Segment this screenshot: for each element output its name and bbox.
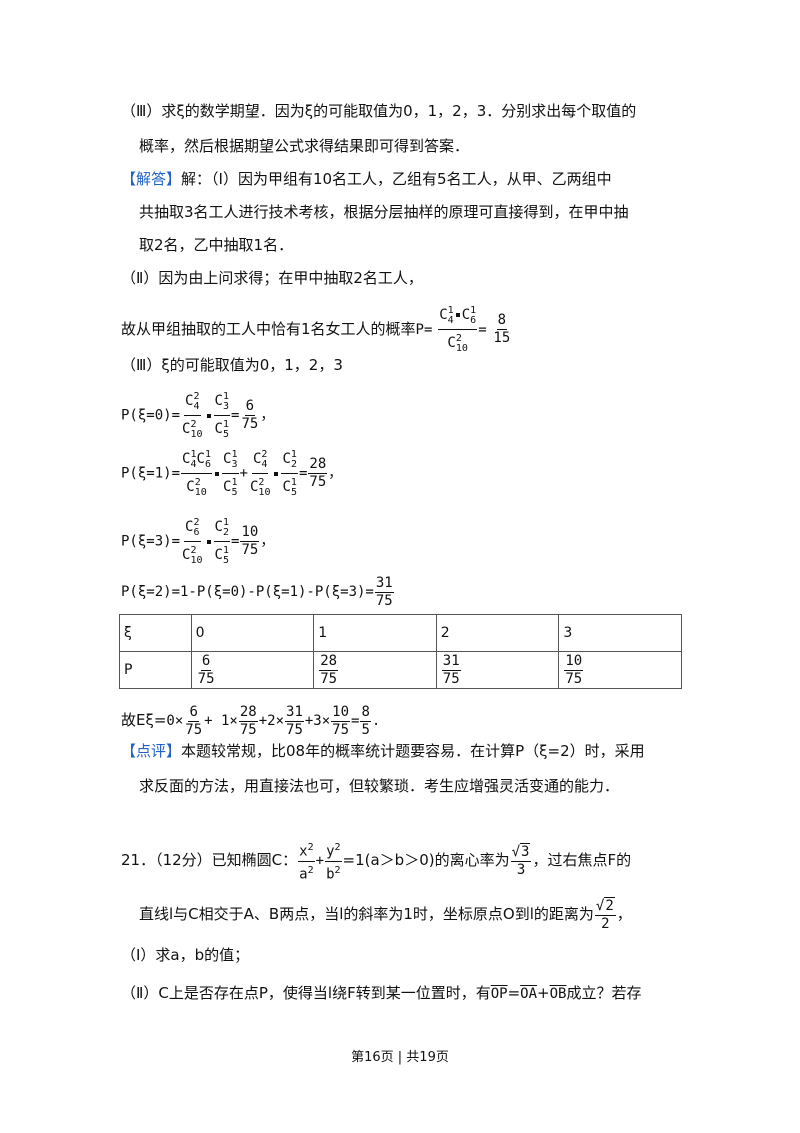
text-line: （Ⅲ）求ξ的数学期望．因为ξ的可能取值为0，1，2，3．分别求出每个取值的 bbox=[121, 102, 637, 120]
table-cell: 3 bbox=[558, 614, 682, 652]
q21-part1: （Ⅰ）求a，b的值； bbox=[121, 946, 250, 964]
prob-text: 故从甲组抽取的工人中恰有1名女工人的概率 bbox=[121, 320, 416, 338]
review-line: 【点评】本题较常规，比08年的概率统计题要容易．在计算P（ξ=2）时，采用 bbox=[121, 742, 645, 760]
q21-part2: （Ⅱ）C上是否存在点P，使得当l绕F转到某一位置时，有OP=OA+OB成立？若存 bbox=[121, 984, 642, 1002]
table-cell: 2 bbox=[435, 614, 560, 652]
table-cell: ξ bbox=[119, 614, 192, 652]
answer-text: 解：（Ⅰ）因为甲组有10名工人，乙组有5名工人，从甲、乙两组中 bbox=[181, 170, 612, 188]
text-line: 求反面的方法，用直接法也可，但较繁琐．考生应增强灵活变通的能力． bbox=[139, 777, 620, 795]
answer-tag: 【解答】 bbox=[121, 170, 182, 188]
review-tag: 【点评】 bbox=[121, 742, 182, 760]
table-row: ξ 0 1 2 3 bbox=[119, 614, 682, 652]
text-line: 取2名，乙中抽取1名． bbox=[139, 236, 294, 254]
answer-line: 【解答】解：（Ⅰ）因为甲组有10名工人，乙组有5名工人，从甲、乙两组中 bbox=[121, 168, 612, 190]
text-line: （Ⅲ）ξ的可能取值为0，1，2，3 bbox=[121, 356, 343, 374]
table-cell: 1 bbox=[313, 614, 437, 652]
text-line: 概率，然后根据期望公式求得结果即可得到答案． bbox=[139, 137, 470, 155]
page-footer: 第16页 | 共19页 bbox=[351, 1050, 449, 1065]
text-line: 共抽取3名工人进行技术考核，根据分层抽样的原理可直接得到，在甲中抽 bbox=[139, 203, 629, 221]
table-cell: P bbox=[119, 651, 192, 689]
text-line: （Ⅱ）因为由上问求得；在甲中抽取2名工人， bbox=[121, 269, 423, 287]
table-cell: 0 bbox=[190, 614, 315, 652]
